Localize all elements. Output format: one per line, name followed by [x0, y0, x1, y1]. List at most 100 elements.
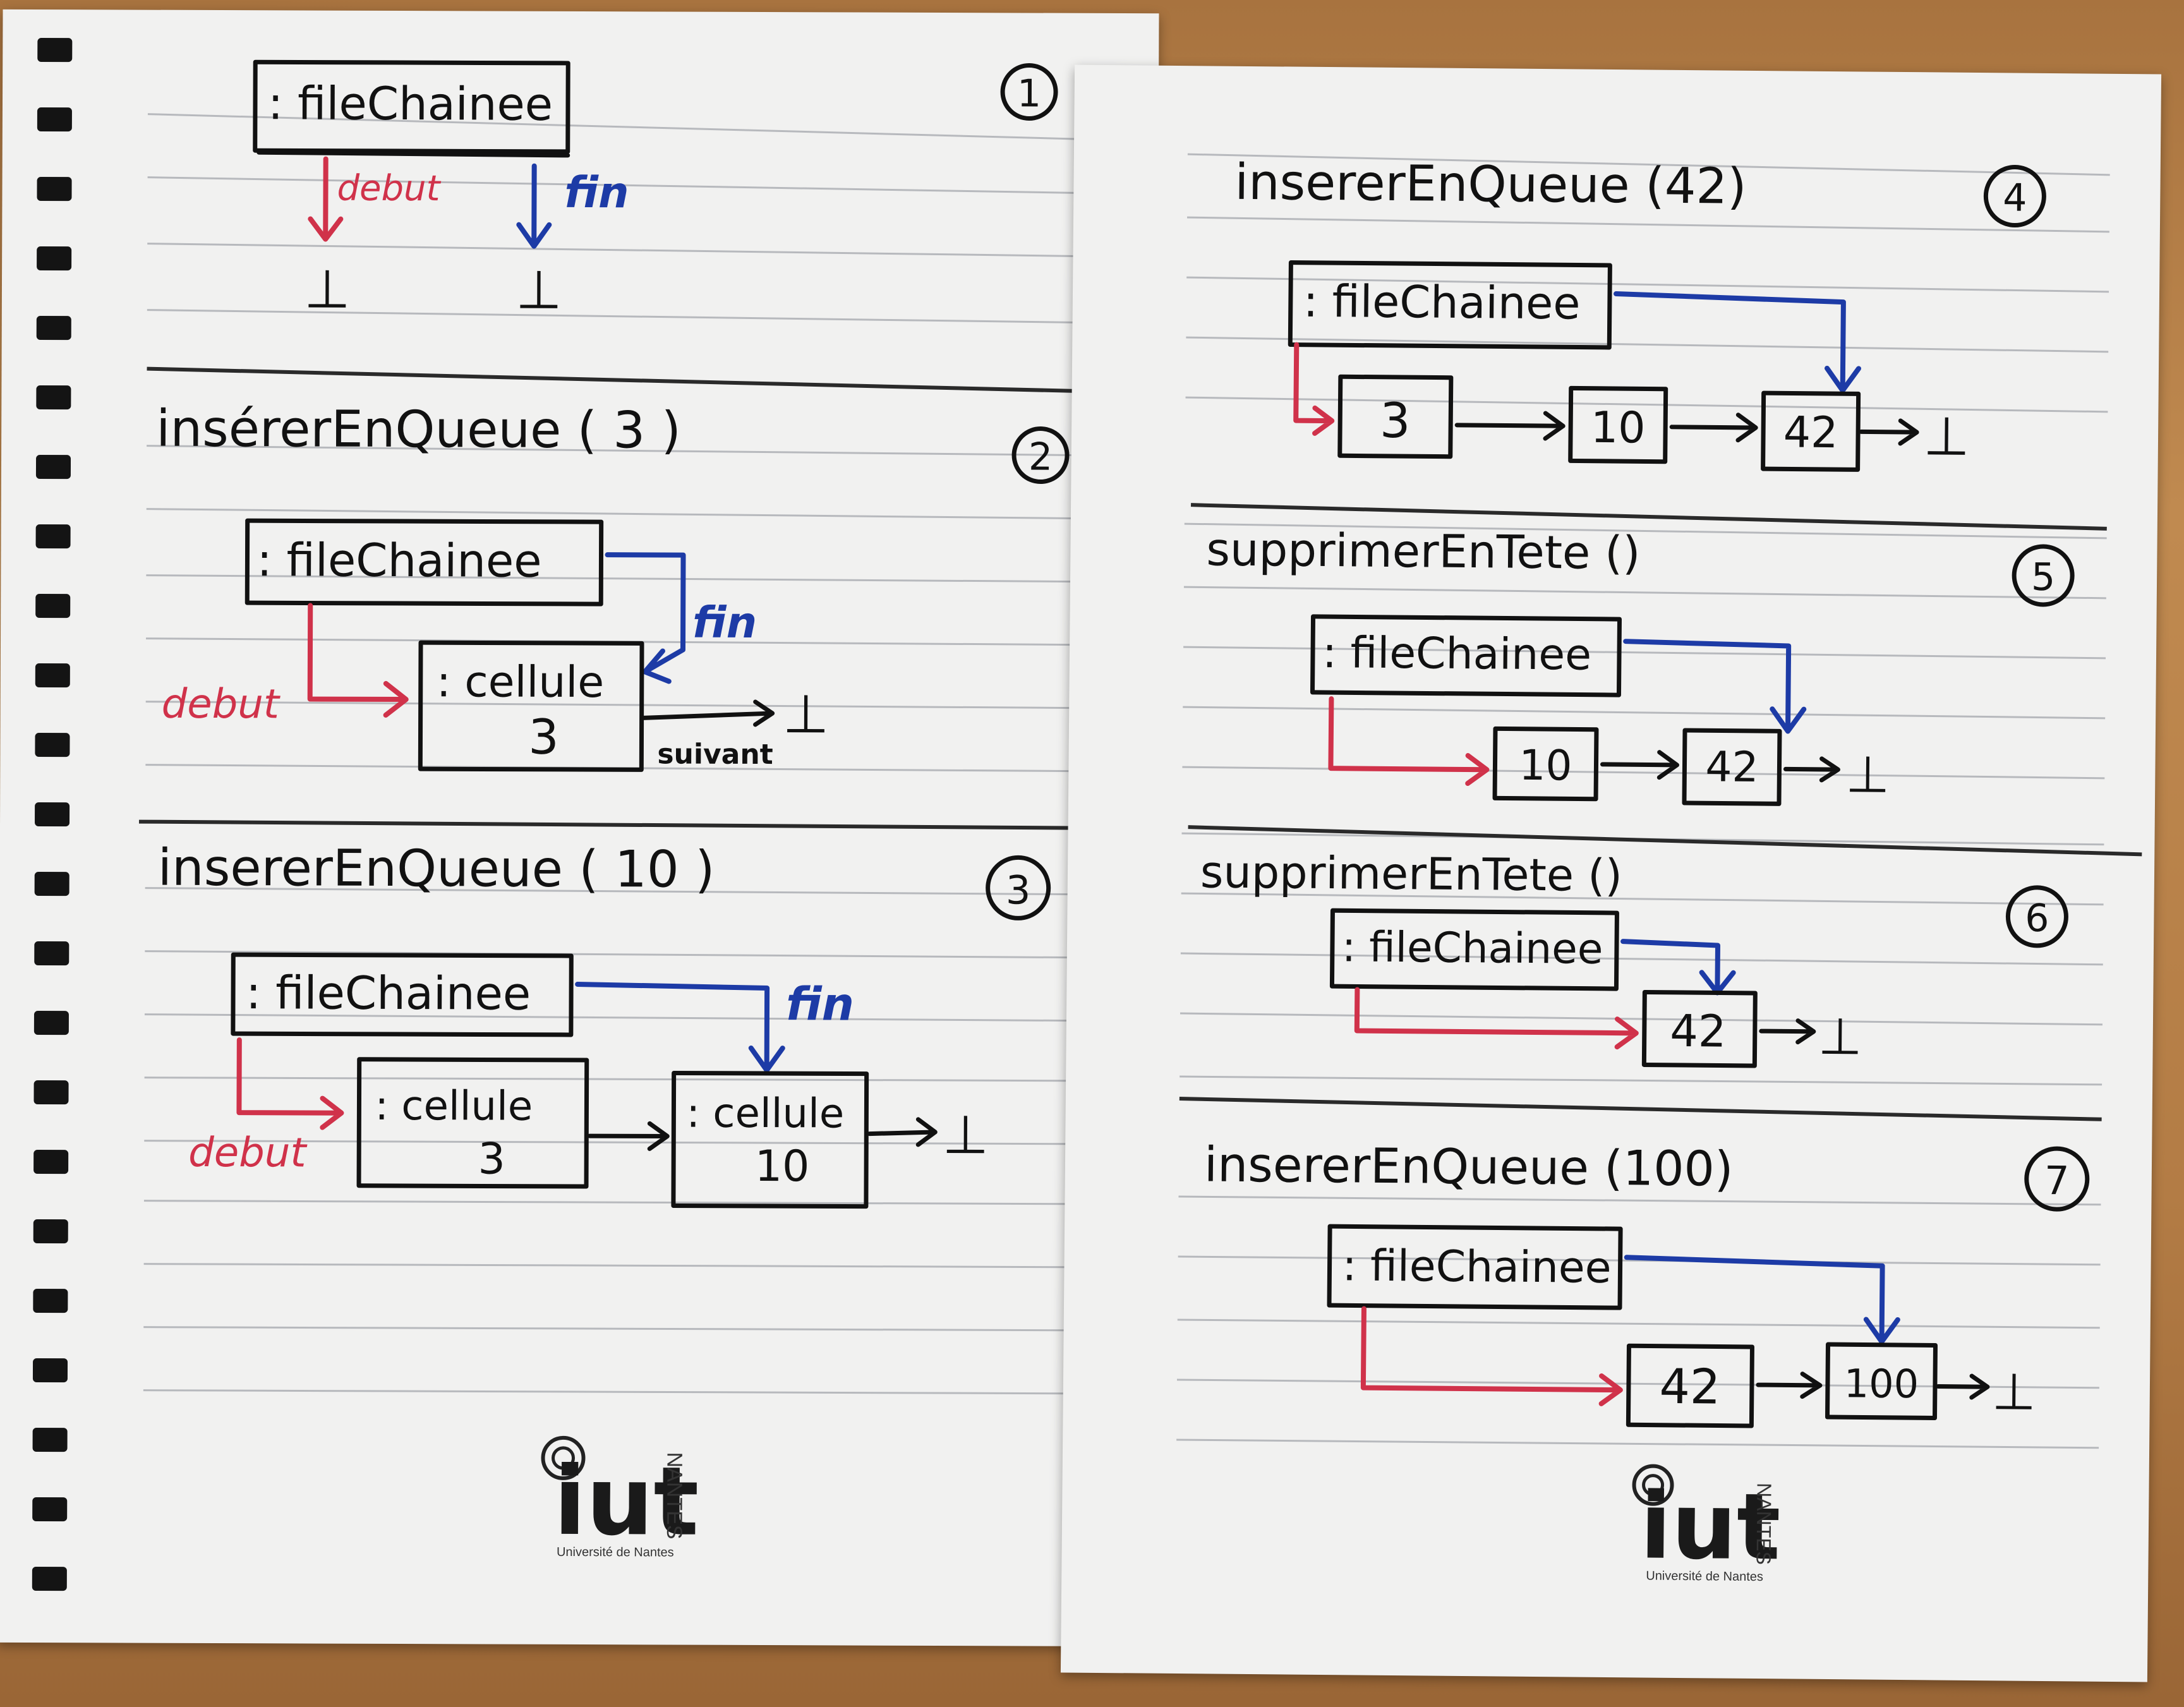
fin-label: fin [564, 168, 629, 218]
next-arrow [1454, 411, 1566, 441]
filechainee-label: : fileChainee [268, 76, 553, 131]
step-title: insererEnQueue ( 10 ) [158, 838, 715, 899]
cellule-box [418, 640, 644, 772]
cell-box [1337, 374, 1454, 459]
ruled-lines [143, 113, 1095, 1395]
filechainee-label: : fileChainee [1342, 1241, 1612, 1293]
logo-sub-text: Université de Nantes [1646, 1569, 1763, 1584]
step-2: insérerEnQueue ( 3 ) 2 : fileChainee fin… [156, 399, 1070, 772]
next-arrow [1759, 1018, 1816, 1045]
ruled-lines [1176, 153, 2110, 1449]
cell-value: 42 [1659, 1358, 1720, 1415]
cellule-value: 3 [528, 709, 559, 765]
next-arrow [867, 1117, 938, 1147]
right-sheet-drawing: insererEnQueue (42) 4 : fileChainee 3 10… [1176, 153, 2142, 1584]
logo-side-text: NANTES [662, 1452, 686, 1539]
step-number: 2 [1029, 435, 1053, 479]
cellule-value: 3 [478, 1134, 505, 1184]
filechainee-box [1310, 614, 1622, 697]
cell-value: 10 [1591, 403, 1646, 454]
fin-label: fin [786, 977, 854, 1030]
iut-logo: iut NANTES Université de Nantes [1632, 1464, 1781, 1584]
cell-value: 42 [1783, 407, 1838, 458]
step-title: supprimerEnTete () [1200, 846, 1623, 902]
section-divider [1188, 825, 2142, 857]
logo-side-text: NANTES [1752, 1483, 1775, 1565]
next-arrow [1756, 1372, 1823, 1399]
step-3: insererEnQueue ( 10 ) 3 : fileChainee fi… [158, 838, 1051, 1209]
logo-sub-text: Université de Nantes [557, 1545, 674, 1560]
filechainee-box [253, 59, 570, 154]
filechainee-box [231, 952, 574, 1037]
section-divider [1179, 1097, 2102, 1121]
binding-holes [32, 38, 73, 1591]
suivant-label: suivant [657, 738, 773, 771]
fin-arrow [575, 981, 785, 1073]
cellule-label: : cellule [437, 657, 605, 708]
step-title: insérerEnQueue ( 3 ) [156, 399, 681, 460]
cell-box [1682, 728, 1782, 806]
next-arrow [1669, 413, 1758, 443]
filechainee-label: : fileChainee [1322, 628, 1592, 680]
null-symbol: ⊥ [1923, 405, 1970, 467]
cellule-box [671, 1071, 869, 1209]
filechainee-label: : fileChainee [1342, 922, 1603, 974]
step-7: insererEnQueue (100) 7 : fileChainee 42 … [1204, 1136, 2090, 1428]
cell-box [1492, 726, 1599, 802]
step-number: 5 [2031, 555, 2056, 600]
step-1: : fileChainee 1 debut fin ⊥ ⊥ [253, 59, 1058, 321]
fin-label: fin [692, 598, 757, 648]
debut-arrow [1328, 696, 1490, 787]
cell-box [1761, 390, 1861, 472]
filechainee-box [244, 518, 604, 606]
fin-arrow [1620, 939, 1736, 996]
cellule-value: 10 [755, 1142, 810, 1191]
section-divider [139, 819, 1113, 830]
debut-arrow [236, 1037, 344, 1130]
fin-arrow [1624, 1255, 1900, 1344]
null-symbol: ⊥ [1818, 1007, 1862, 1066]
step-5: supprimerEnTete () 5 : fileChainee 10 42… [1206, 522, 2075, 806]
cell-value: 10 [1519, 741, 1572, 790]
cell-value: 42 [1705, 742, 1759, 792]
cellule-box [356, 1057, 589, 1189]
null-symbol: ⊥ [783, 683, 830, 745]
cell-value: 3 [1380, 392, 1411, 449]
cellule-label: : cellule [375, 1083, 533, 1130]
section-divider [147, 366, 1133, 395]
step-title: insererEnQueue (42) [1234, 154, 1747, 215]
step-number: 4 [2003, 176, 2027, 220]
cell-box [1825, 1342, 1938, 1421]
cell-value: 42 [1670, 1005, 1727, 1058]
iut-logo: iut NANTES Université de Nantes [541, 1435, 699, 1560]
step-title: insererEnQueue (100) [1204, 1136, 1734, 1197]
fin-arrow [516, 163, 552, 249]
fin-arrow [1623, 639, 1807, 734]
debut-arrow [307, 603, 409, 718]
logo-iut-text: iut [553, 1447, 699, 1557]
cell-box [1626, 1343, 1754, 1428]
cellule-label: : cellule [686, 1090, 844, 1138]
cell-box [1641, 989, 1758, 1068]
step-number: 6 [2025, 896, 2049, 941]
cell-value: 100 [1843, 1360, 1919, 1407]
step-number: 1 [1017, 71, 1041, 116]
fin-arrow [605, 552, 686, 684]
filechainee-box [1327, 1224, 1623, 1310]
fin-arrow [1614, 291, 1861, 394]
logo-iut-text: iut [1639, 1473, 1781, 1581]
filechainee-label: : fileChainee [246, 966, 531, 1020]
step-4: insererEnQueue (42) 4 : fileChainee 3 10… [1234, 154, 2046, 472]
debut-label: debut [188, 1130, 308, 1177]
debut-arrow [1360, 1306, 1623, 1406]
step-number: 3 [1006, 867, 1031, 913]
next-arrow [1936, 1373, 1990, 1400]
null-symbol: ⊥ [516, 259, 562, 321]
left-sheet-drawing: : fileChainee 1 debut fin ⊥ ⊥ insérerEnQ… [32, 38, 1133, 1591]
right-notebook-sheet: insererEnQueue (42) 4 : fileChainee 3 10… [1060, 64, 2162, 1682]
step-number: 7 [2044, 1157, 2070, 1203]
filechainee-label: : fileChainee [256, 533, 541, 588]
debut-arrow [1354, 987, 1639, 1050]
filechainee-label: : fileChainee [1303, 275, 1581, 330]
null-symbol: ⊥ [1845, 745, 1890, 804]
